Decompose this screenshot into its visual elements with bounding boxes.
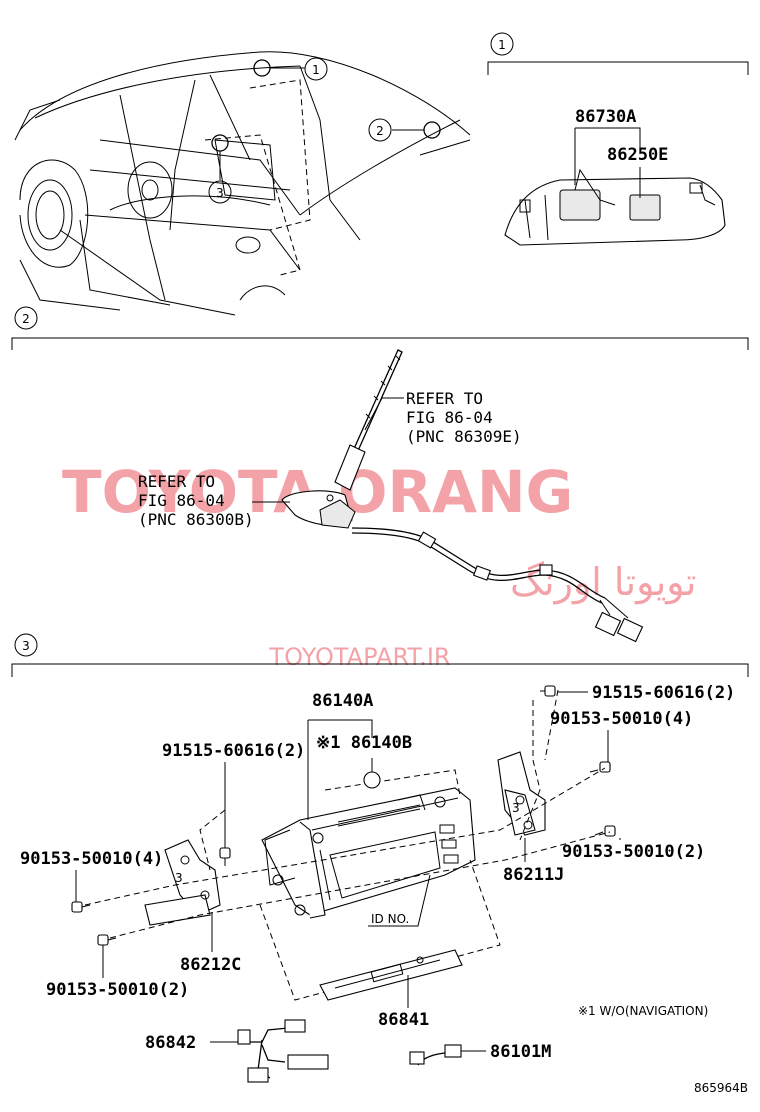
watermark-persian: تویوتا اورنگ bbox=[510, 560, 697, 605]
part-86212C: 86212C bbox=[180, 955, 241, 975]
part-86250E: 86250E bbox=[607, 145, 668, 165]
callout-2-label: 2 bbox=[376, 124, 384, 138]
section-2-header: 2 bbox=[11, 306, 749, 350]
callout-2-top: 2 bbox=[368, 118, 441, 142]
id-no-label: ID NO. bbox=[371, 912, 409, 926]
callout-1-label: 1 bbox=[312, 63, 320, 77]
svg-text:3: 3 bbox=[512, 801, 520, 815]
refer-antenna-line2: FIG 86-04 bbox=[406, 408, 493, 427]
harness-86101M bbox=[409, 1044, 462, 1066]
refer-base-line3: (PNC 86300B) bbox=[138, 510, 254, 529]
watermark-site: TOYOTAPART.IR bbox=[268, 643, 450, 671]
part-91515-60616-left: 91515-60616(2) bbox=[162, 741, 305, 761]
part-86140A: 86140A bbox=[312, 691, 373, 711]
callout-3-top: 3 bbox=[208, 134, 232, 204]
part-86842: 86842 bbox=[145, 1033, 196, 1053]
part-90153-50010-4-right: 90153-50010(4) bbox=[550, 709, 693, 729]
section-3-header: 3 bbox=[11, 633, 749, 677]
part-86101M: 86101M bbox=[490, 1042, 551, 1062]
screw-90153-left-lower bbox=[97, 934, 117, 946]
bracket-right-86211J: 3 bbox=[497, 751, 546, 836]
part-90153-50010-2-right: 90153-50010(2) bbox=[562, 842, 705, 862]
part-86211J: 86211J bbox=[503, 865, 564, 885]
section-1-marker: 1 bbox=[498, 38, 506, 52]
screw-90153-right-lower bbox=[594, 825, 616, 837]
part-86841: 86841 bbox=[378, 1010, 429, 1030]
part-90153-50010-4-left: 90153-50010(4) bbox=[20, 849, 163, 869]
diagram-id: 865964B bbox=[694, 1081, 748, 1095]
overhead-console bbox=[504, 168, 726, 246]
svg-text:3: 3 bbox=[175, 871, 183, 885]
navigation-note: ※1 W/O(NAVIGATION) bbox=[578, 1004, 708, 1018]
callout-1-top: 1 bbox=[253, 57, 328, 81]
part-91515-60616-right: 91515-60616(2) bbox=[592, 683, 735, 703]
refer-base-line1: REFER TO bbox=[138, 472, 215, 491]
refer-antenna-line3: (PNC 86309E) bbox=[406, 427, 522, 446]
refer-base-line2: FIG 86-04 bbox=[138, 491, 225, 510]
audio-head-unit bbox=[261, 769, 476, 919]
callout-3-label: 3 bbox=[216, 186, 224, 200]
refer-antenna-line1: REFER TO bbox=[406, 389, 483, 408]
screw-91515-left bbox=[219, 847, 231, 866]
screw-90153-left-upper bbox=[71, 901, 91, 913]
section-1-header: 1 bbox=[487, 32, 749, 75]
bracket-left-86212C: 3 bbox=[144, 839, 221, 926]
screw-90153-right-upper bbox=[589, 761, 611, 773]
car-interior-illustration bbox=[14, 51, 471, 316]
leader-86140A bbox=[307, 719, 373, 820]
harness-86842 bbox=[237, 1019, 329, 1083]
panel-86841 bbox=[319, 949, 463, 1001]
part-90153-50010-2-left: 90153-50010(2) bbox=[46, 980, 189, 1000]
antenna-assembly bbox=[281, 349, 644, 643]
part-86140B: ※1 86140B bbox=[316, 733, 412, 753]
section-3-marker: 3 bbox=[22, 639, 30, 653]
part-86730A: 86730A bbox=[575, 107, 636, 127]
leader-antenna bbox=[364, 397, 404, 431]
section-2-marker: 2 bbox=[22, 312, 30, 326]
screw-91515-right bbox=[540, 685, 556, 697]
knob-86140B bbox=[363, 758, 381, 789]
